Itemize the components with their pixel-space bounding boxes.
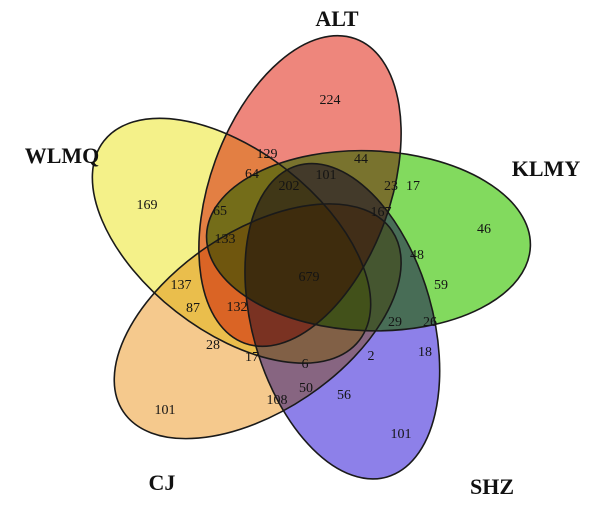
region-count: 6: [302, 357, 309, 372]
region-count: 129: [257, 147, 278, 162]
region-count: 108: [267, 393, 288, 408]
region-count: 28: [206, 338, 220, 353]
region-count: 87: [186, 301, 200, 316]
region-count: 101: [155, 403, 176, 418]
set-label-klmy: KLMY: [512, 156, 581, 181]
region-count: 64: [245, 167, 259, 182]
region-count: 101: [316, 168, 337, 183]
region-count: 46: [477, 222, 491, 237]
venn-ellipse-wlmq: [92, 118, 371, 364]
region-count: 17: [406, 179, 420, 194]
venn-ellipse-outline-cj: [113, 203, 402, 440]
set-label-alt: ALT: [315, 6, 359, 31]
region-count: 202: [279, 179, 300, 194]
venn-ellipse-outline-wlmq: [91, 117, 372, 364]
region-count: 224: [320, 93, 341, 108]
region-count: 48: [410, 248, 424, 263]
region-count: 133: [215, 232, 236, 247]
set-label-wlmq: WLMQ: [25, 143, 100, 168]
region-count: 679: [299, 270, 320, 285]
region-count: 44: [354, 152, 368, 167]
region-count: 2: [368, 349, 375, 364]
region-count: 137: [171, 278, 192, 293]
region-count: 23: [384, 179, 398, 194]
region-count: 29: [388, 315, 402, 330]
region-count: 132: [227, 300, 248, 315]
region-count: 167: [371, 205, 392, 220]
region-count: 18: [418, 345, 432, 360]
set-label-cj: CJ: [149, 470, 176, 495]
region-count: 169: [137, 198, 158, 213]
region-count: 56: [337, 388, 351, 403]
region-count: 59: [434, 278, 448, 293]
set-label-shz: SHZ: [470, 474, 514, 499]
region-count: 101: [391, 427, 412, 442]
region-count: 26: [423, 315, 437, 330]
venn-outlines: [91, 34, 532, 480]
region-count: 17: [245, 350, 259, 365]
region-count: 65: [213, 204, 227, 219]
venn-region-counts: 224 129 44 64 202 101 23 17 169 65 167 133 46 48 59 679…: [137, 93, 492, 442]
venn-ellipse-outline-shz: [244, 162, 441, 480]
region-count: 50: [299, 381, 313, 396]
